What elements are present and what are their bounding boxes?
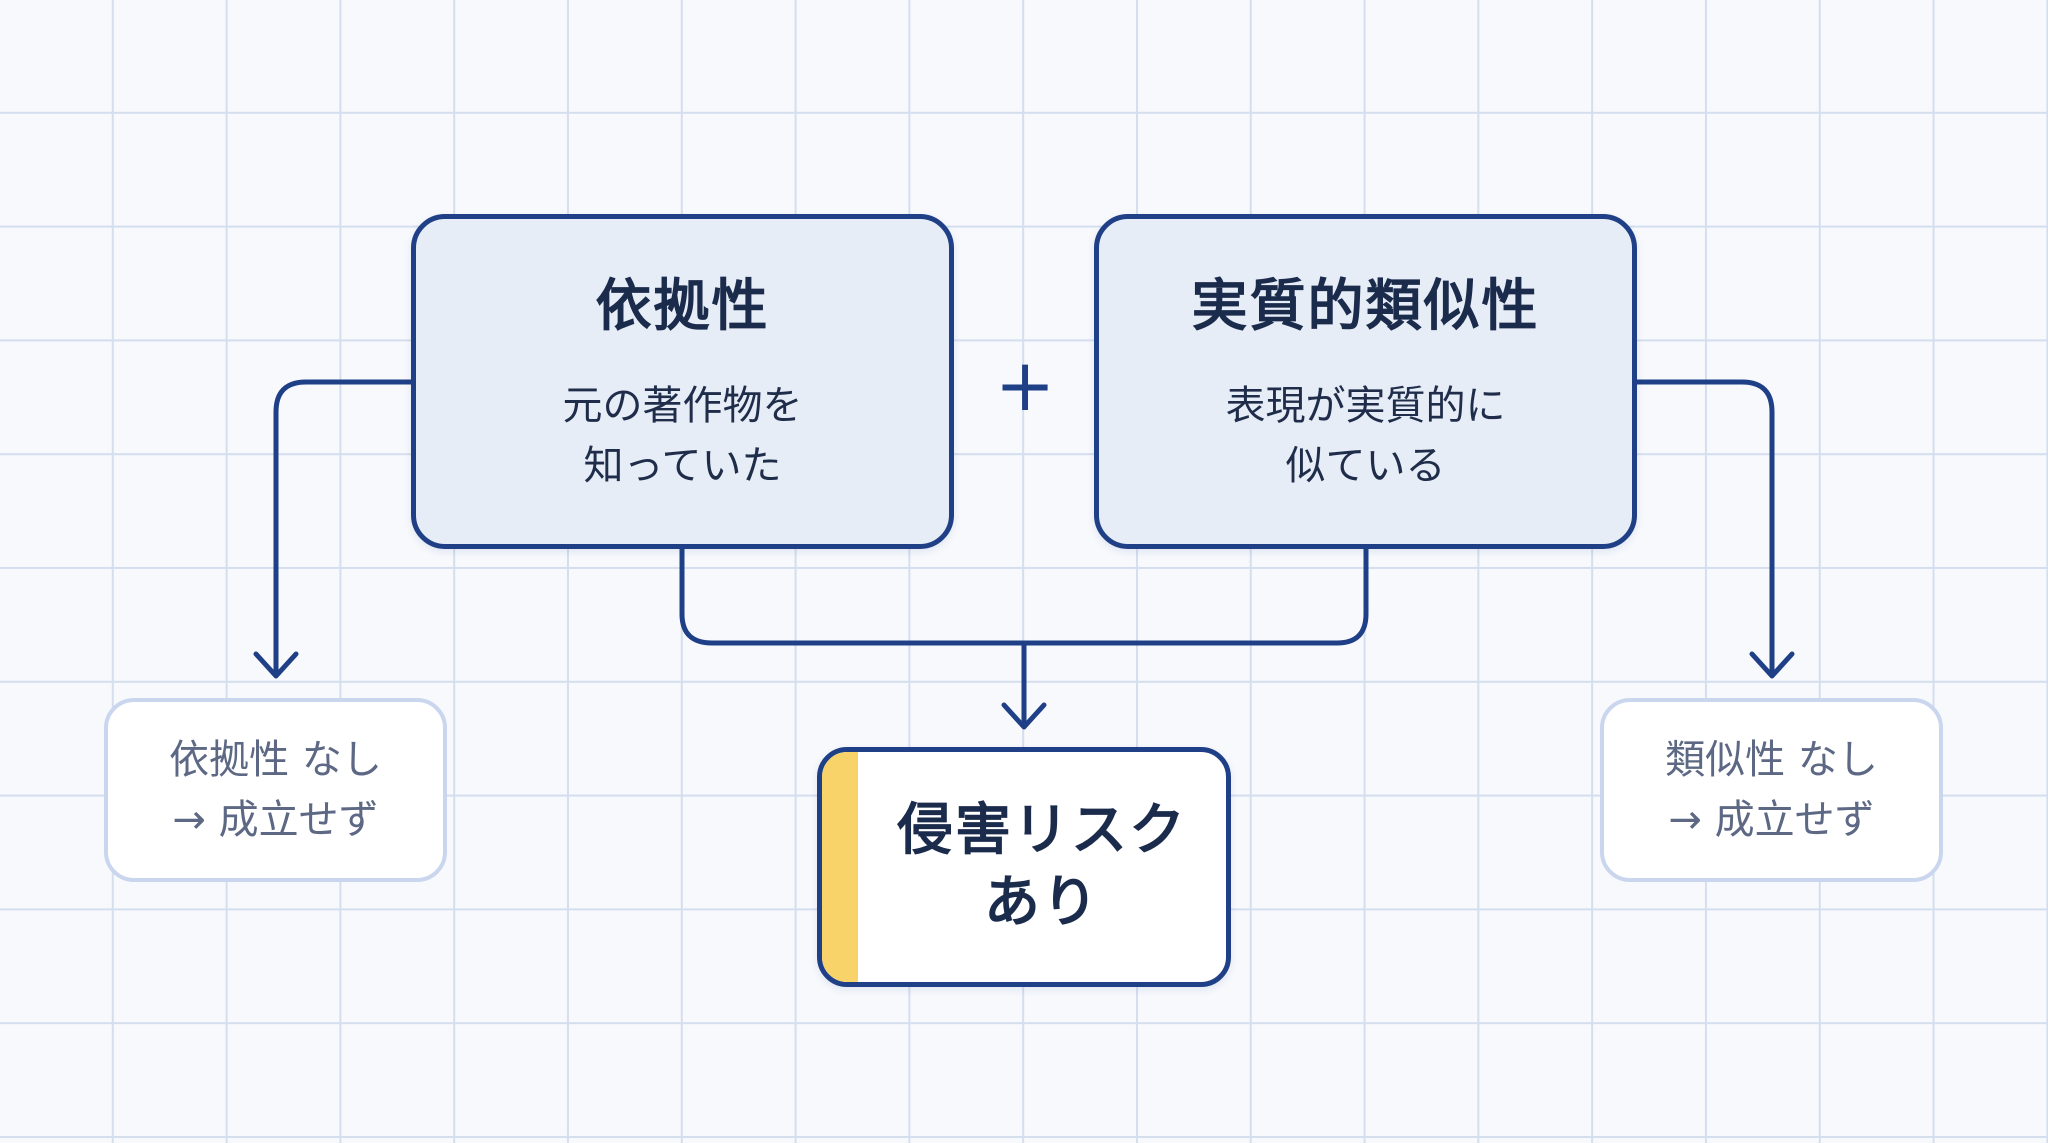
no-reliance-box: 依拠性 なし → 成立せず: [104, 698, 447, 882]
reliance-to-no-reliance-connector: [273, 379, 414, 677]
similarity-title: 実質的類似性: [1191, 274, 1540, 339]
no-similarity-line-2: → 成立せず: [1668, 797, 1875, 843]
risk-line-2: あり: [984, 870, 1100, 935]
similarity-description-line-2: 似ている: [1285, 443, 1446, 489]
no-reliance-line-1: 依拠性 なし: [169, 737, 382, 783]
plus-operator: +: [994, 343, 1056, 427]
similarity-description: 表現が実質的に 似ている: [1226, 376, 1506, 496]
reliance-title: 依拠性: [595, 274, 770, 339]
merge-connector: [679, 546, 1369, 646]
no-reliance-line-2: → 成立せず: [172, 797, 379, 843]
risk-line-1: 侵害リスク: [897, 798, 1187, 863]
similarity-to-no-similarity-arrowhead: [1749, 651, 1795, 679]
merge-to-result-arrowhead: [1001, 702, 1047, 730]
risk-accent-bar: [822, 752, 858, 982]
reliance-box: 依拠性 元の著作物を 知っていた: [411, 214, 954, 549]
infringement-risk-box: 侵害リスク あり: [817, 747, 1231, 987]
reliance-to-no-reliance-arrowhead: [253, 651, 299, 679]
reliance-description-line-1: 元の著作物を: [562, 383, 803, 429]
similarity-box: 実質的類似性 表現が実質的に 似ている: [1094, 214, 1637, 549]
no-similarity-line-1: 類似性 なし: [1665, 737, 1878, 783]
reliance-description-line-2: 知っていた: [583, 443, 782, 489]
reliance-description: 元の著作物を 知っていた: [563, 376, 803, 496]
similarity-to-no-similarity-connector: [1634, 379, 1775, 677]
no-similarity-box: 類似性 なし → 成立せず: [1600, 698, 1943, 882]
similarity-description-line-1: 表現が実質的に: [1225, 383, 1506, 429]
